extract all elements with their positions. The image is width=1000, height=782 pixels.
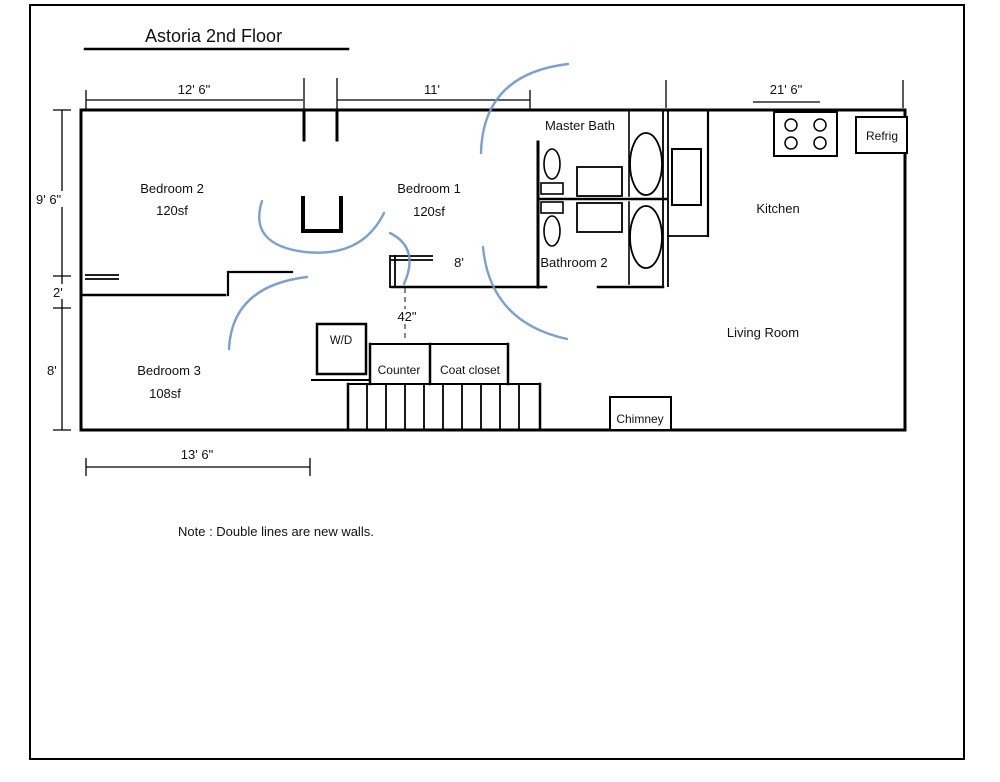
bedroom2-area-label: 120sf: [156, 203, 188, 218]
dim-label-right-width: 21' 6": [770, 82, 803, 97]
dimension-top-right: 21' 6": [665, 80, 904, 108]
stove-outline: [773, 111, 838, 157]
living-room-label: Living Room: [727, 325, 799, 340]
stove-burner-icon: [813, 136, 827, 150]
vanity-icon: [576, 202, 623, 233]
dim-label-bedroom1-width: 11': [424, 82, 440, 97]
bedroom3-area-label: 108sf: [149, 386, 181, 401]
label-backing: [50, 284, 68, 299]
kitchen-cabinet-box: [671, 148, 702, 206]
dim-label-lower-left: 8': [47, 363, 57, 378]
page-border: [29, 4, 965, 760]
refrigerator: Refrig: [855, 116, 908, 154]
dim-label-bedroom2-width: 12' 6": [178, 82, 211, 97]
door-swing-bathroom2: [481, 245, 569, 341]
dim-label-bottom-width: 13' 6": [181, 447, 214, 462]
door-swing-hall: [388, 231, 411, 286]
chimney-box: [609, 396, 672, 431]
label-backing: [44, 362, 61, 377]
bathroom2-fixtures: [540, 201, 663, 285]
door-swing-masterbath: [479, 62, 570, 155]
dim-label-mid-left: 2': [53, 285, 63, 300]
dimension-top-left: 12' 6": [85, 78, 305, 140]
stove: [773, 111, 838, 157]
label-backing: [393, 309, 420, 323]
stove-burner-icon: [813, 118, 827, 132]
washer-dryer-label: W/D: [330, 335, 352, 347]
new-wall-bath-right: [662, 110, 669, 287]
staircase: [346, 382, 542, 432]
bathtub-icon: [629, 205, 663, 269]
door-swing-bedroom2: [258, 199, 386, 254]
dim-label-hall-width: 42": [397, 309, 416, 324]
new-wall-hall-horizontal: [391, 255, 433, 261]
new-wall-left-short: [85, 274, 119, 280]
master-bath-fixtures: [540, 111, 663, 197]
bedroom1-area-label: 120sf: [413, 204, 445, 219]
bedroom1-label: Bedroom 1: [397, 181, 461, 196]
toilet-icon: [543, 215, 561, 247]
page-title: Astoria 2nd Floor: [145, 26, 282, 46]
bedroom3-label: Bedroom 3: [137, 363, 201, 378]
wall-bedroom-closet: [301, 196, 343, 233]
label-backing: [33, 191, 65, 207]
bathroom2-label: Bathroom 2: [540, 255, 607, 270]
dim-label-upper-left: 9' 6": [36, 192, 62, 207]
master-bath-label: Master Bath: [545, 118, 615, 133]
coat-closet-label: Coat closet: [440, 363, 501, 377]
counter-label: Counter: [378, 363, 421, 377]
refrigerator-label: Refrig: [866, 129, 898, 143]
bedroom2-label: Bedroom 2: [140, 181, 204, 196]
kitchen-label: Kitchen: [756, 201, 799, 216]
chimney-label: Chimney: [616, 412, 663, 426]
refrigerator-box: [855, 116, 908, 154]
dimension-left-column: 9' 6" 2' 8': [33, 109, 71, 431]
dimension-bottom-left: 13' 6": [85, 447, 311, 476]
toilet-icon: [543, 148, 561, 180]
wall-bedroom3-door-jamb: [226, 270, 294, 297]
washer-dryer-box: [315, 322, 368, 376]
exterior-wall: [79, 108, 907, 432]
note-text: Note : Double lines are new walls.: [178, 524, 374, 539]
vanity-icon: [576, 166, 623, 197]
dim-label-hall-opening: 8': [454, 255, 464, 270]
sink-icon: [540, 201, 564, 214]
stove-burner-icon: [784, 136, 798, 150]
stove-burner-icon: [784, 118, 798, 132]
door-swing-bedroom3: [227, 275, 309, 351]
bathtub-icon: [629, 132, 663, 196]
sink-icon: [540, 182, 564, 195]
